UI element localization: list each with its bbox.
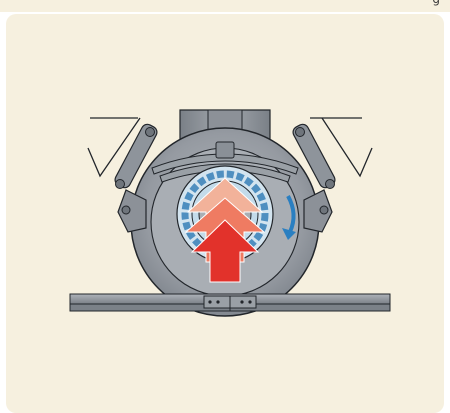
rail [70, 294, 390, 311]
